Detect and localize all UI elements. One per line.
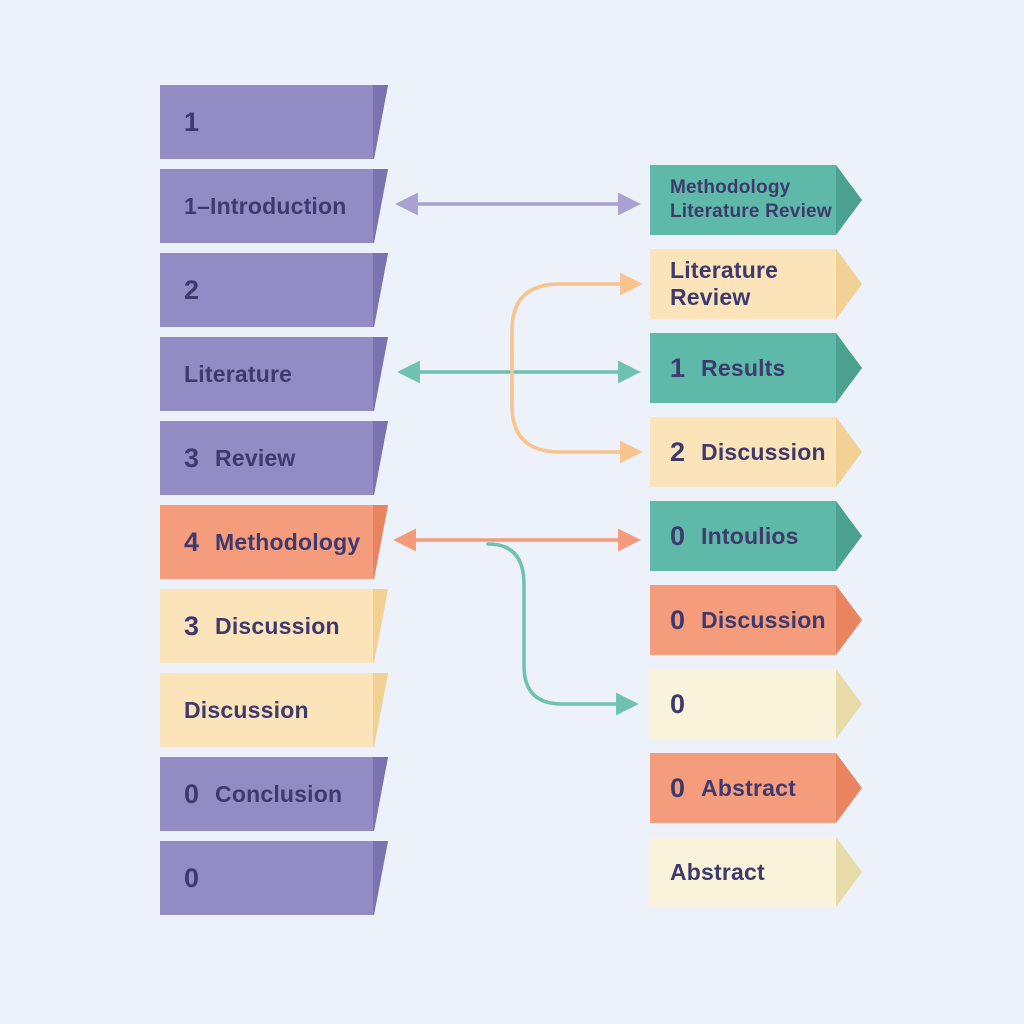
left-block-3: 2 — [160, 253, 388, 327]
block-number: 0 — [670, 688, 686, 719]
left-block-4: Literature — [160, 337, 388, 411]
block-label: Methodology — [215, 528, 361, 555]
block-labels: Methodology Literature Review — [670, 176, 832, 224]
ribbon-fold — [373, 421, 388, 495]
block-label: Intoulios — [701, 522, 799, 549]
block-label: Results — [701, 354, 786, 381]
ribbon-fold — [373, 505, 388, 579]
left-block-2: 1–Introduction — [160, 169, 388, 243]
right-block-5: 0 Intoulios — [650, 501, 862, 571]
block-number: 2 — [184, 274, 200, 305]
arrow-tip — [836, 333, 862, 403]
right-block-8: 0 Abstract — [650, 753, 862, 823]
left-block-10: 0 — [160, 841, 388, 915]
block-label: Discussion — [215, 612, 340, 639]
block-label: Abstract — [670, 858, 765, 885]
block-number: 2 — [670, 436, 686, 467]
arrow-tip — [836, 753, 862, 823]
ribbon-fold — [373, 169, 388, 243]
block-label-line1: Methodology — [670, 177, 791, 199]
block-label: Review — [215, 444, 296, 471]
right-block-3: 1 Results — [650, 333, 862, 403]
block-label-line2: Literature Review — [670, 201, 832, 222]
left-block-7: 3 Discussion — [160, 589, 388, 663]
block-label: Discussion — [701, 438, 826, 465]
ribbon-fold — [373, 757, 388, 831]
arrow-tip — [836, 249, 862, 319]
block-number: 1 — [184, 106, 200, 137]
right-block-9: Abstract — [650, 837, 862, 907]
arrow-methodology-to-zero-block — [486, 542, 639, 716]
right-block-2: Literature Review — [650, 249, 862, 319]
block-label: Abstract — [701, 774, 796, 801]
ribbon-fold — [373, 673, 388, 747]
ribbon-fold — [373, 337, 388, 411]
block-number: 4 — [184, 526, 200, 557]
arrow-tip — [836, 585, 862, 655]
block-label: 1–Introduction — [184, 192, 347, 219]
ribbon-fold — [373, 589, 388, 663]
block-label: Discussion — [701, 606, 826, 633]
ribbon-fold — [373, 85, 388, 159]
right-block-6: 0 Discussion — [650, 585, 862, 655]
block-number: 1 — [670, 352, 686, 383]
ribbon-fold — [373, 253, 388, 327]
left-block-1: 1 — [160, 85, 388, 159]
arrow-tip — [836, 501, 862, 571]
arrow-tip — [836, 837, 862, 907]
block-number: 0 — [670, 520, 686, 551]
right-block-7: 0 — [650, 669, 862, 739]
block-label: Literature Review — [670, 257, 779, 310]
right-block-1: Methodology Literature Review — [650, 165, 862, 235]
arrow-tip — [836, 669, 862, 739]
left-block-5: 3 Review — [160, 421, 388, 495]
left-block-8: Discussion — [160, 673, 388, 747]
block-number: 0 — [184, 778, 200, 809]
arrow-tip — [836, 165, 862, 235]
left-block-9: 0 Conclusion — [160, 757, 388, 831]
ribbon-fold — [373, 841, 388, 915]
block-number: 3 — [184, 610, 200, 641]
block-label: Literature — [184, 360, 293, 387]
left-block-6: 4 Methodology — [160, 505, 388, 579]
block-number: 0 — [670, 604, 686, 635]
block-label: Conclusion — [215, 780, 343, 807]
arrow-tip — [836, 417, 862, 487]
block-number: 0 — [670, 772, 686, 803]
block-number: 3 — [184, 442, 200, 473]
block-label: Discussion — [184, 696, 309, 723]
arrow-bracket-to-literature-review-and-discussion — [510, 272, 643, 464]
right-block-4: 2 Discussion — [650, 417, 862, 487]
block-number: 0 — [184, 862, 200, 893]
